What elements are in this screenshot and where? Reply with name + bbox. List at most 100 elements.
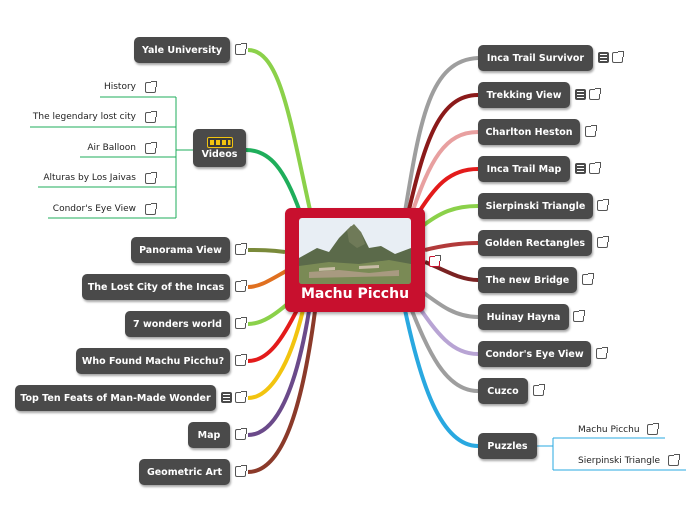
- topic-cuzco[interactable]: Cuzco: [478, 378, 528, 404]
- topic-label: Panorama View: [139, 244, 222, 256]
- branch-top-ten: [247, 309, 305, 400]
- machu-picchu-photo: [299, 218, 411, 284]
- subtopic-video-alturas[interactable]: Alturas by Los Jaivas: [43, 173, 136, 183]
- branch-golden-rect: [424, 241, 479, 252]
- topic-videos[interactable]: Videos: [193, 129, 246, 167]
- external-link-icon[interactable]: [533, 384, 545, 396]
- branch-lost-city: [247, 268, 289, 289]
- topic-map[interactable]: Map: [188, 422, 230, 448]
- external-link-icon[interactable]: [235, 391, 247, 403]
- topic-geometric-art[interactable]: Geometric Art: [139, 459, 230, 485]
- branch-panorama: [247, 248, 286, 254]
- external-link-icon[interactable]: [596, 347, 608, 359]
- central-topic-title: Machu Picchu: [300, 286, 410, 302]
- external-link-icon[interactable]: [573, 310, 585, 322]
- external-link-icon[interactable]: [145, 172, 157, 184]
- topic-charlton-heston[interactable]: Charlton Heston: [478, 119, 580, 145]
- topic-condors-eye-view[interactable]: Condor's Eye View: [478, 341, 591, 367]
- external-link-icon[interactable]: [145, 81, 157, 93]
- notes-icon[interactable]: [598, 52, 609, 63]
- branch-inca-trail-survivor: [403, 56, 479, 213]
- topic-label: The new Bridge: [485, 274, 570, 286]
- topic-yale-university[interactable]: Yale University: [134, 37, 230, 63]
- branch-videos-sub: [30, 96, 193, 219]
- external-link-icon[interactable]: [235, 354, 247, 366]
- subtopic-video-condors-eye[interactable]: Condor's Eye View: [52, 204, 136, 214]
- topic-top-ten-feats[interactable]: Top Ten Feats of Man-Made Wonder: [15, 385, 216, 411]
- topic-label: Yale University: [141, 44, 223, 56]
- topic-huinay-hayna[interactable]: Huinay Hayna: [478, 304, 569, 330]
- topic-label: Trekking View: [486, 89, 562, 101]
- topic-golden-rectangles[interactable]: Golden Rectangles: [478, 230, 592, 256]
- topic-inca-trail-survivor[interactable]: Inca Trail Survivor: [478, 45, 593, 71]
- topic-label: Huinay Hayna: [486, 311, 561, 323]
- branch-sierpinski: [418, 204, 479, 230]
- subtopic-video-air-balloon[interactable]: Air Balloon: [87, 143, 136, 153]
- topic-label: Inca Trail Survivor: [486, 52, 585, 64]
- subtopic-puzzle-sierpinski[interactable]: Sierpinski Triangle: [578, 456, 660, 466]
- external-link-icon[interactable]: [235, 428, 247, 440]
- topic-label: Puzzles: [487, 440, 528, 452]
- external-link-icon[interactable]: [582, 273, 594, 285]
- topic-trekking-view[interactable]: Trekking View: [478, 82, 570, 108]
- subtopic-video-legendary[interactable]: The legendary lost city: [32, 112, 136, 122]
- subtopic-puzzle-machu-picchu[interactable]: Machu Picchu: [578, 425, 640, 435]
- external-link-icon[interactable]: [612, 51, 624, 63]
- topic-the-new-bridge[interactable]: The new Bridge: [478, 267, 577, 293]
- branch-huinay: [418, 288, 479, 319]
- topic-label: Who Found Machu Picchu?: [81, 355, 225, 367]
- branch-connectors: [30, 48, 686, 474]
- topic-label: Golden Rectangles: [484, 237, 586, 249]
- branch-geometric: [247, 310, 317, 474]
- external-link-icon[interactable]: [235, 317, 247, 329]
- topic-inca-trail-map[interactable]: Inca Trail Map: [478, 156, 570, 182]
- topic-label: Charlton Heston: [485, 126, 573, 138]
- topic-label: 7 wonders world: [133, 318, 222, 330]
- topic-label: Map: [197, 429, 221, 441]
- topic-label: Condor's Eye View: [485, 348, 584, 360]
- external-link-icon[interactable]: [668, 454, 680, 466]
- topic-panorama-view[interactable]: Panorama View: [131, 237, 230, 263]
- topic-label: The Lost City of the Incas: [87, 281, 225, 293]
- external-link-icon[interactable]: [647, 423, 659, 435]
- topic-who-found-machu-picchu[interactable]: Who Found Machu Picchu?: [76, 348, 230, 374]
- branch-yale: [247, 48, 312, 211]
- branch-videos: [245, 148, 302, 213]
- topic-label: Geometric Art: [146, 466, 223, 478]
- external-link-icon[interactable]: [145, 111, 157, 123]
- external-link-icon[interactable]: [235, 43, 247, 55]
- external-link-icon[interactable]: [589, 88, 601, 100]
- topic-lost-city-of-incas[interactable]: The Lost City of the Incas: [82, 274, 230, 300]
- branch-map: [247, 310, 311, 437]
- branch-who-found: [247, 307, 300, 363]
- external-link-icon[interactable]: [585, 125, 597, 137]
- topic-label: Sierpinski Triangle: [485, 200, 586, 212]
- topic-sierpinski-triangle[interactable]: Sierpinski Triangle: [478, 193, 593, 219]
- external-link-icon[interactable]: [597, 236, 609, 248]
- external-link-icon[interactable]: [589, 162, 601, 174]
- external-link-icon[interactable]: [429, 255, 441, 267]
- subtopic-video-history[interactable]: History: [103, 82, 136, 92]
- external-link-icon[interactable]: [145, 142, 157, 154]
- topic-label: Cuzco: [487, 385, 519, 397]
- central-topic[interactable]: Machu Picchu: [285, 208, 425, 312]
- branch-trekking-view: [406, 93, 479, 215]
- topic-label: Top Ten Feats of Man-Made Wonder: [20, 392, 211, 404]
- film-icon: [206, 136, 233, 148]
- external-link-icon[interactable]: [235, 465, 247, 477]
- external-link-icon[interactable]: [145, 203, 157, 215]
- topic-7-wonders-world[interactable]: 7 wonders world: [125, 311, 230, 337]
- topic-label: Inca Trail Map: [486, 163, 562, 175]
- branch-cuzco: [408, 305, 479, 393]
- notes-icon[interactable]: [575, 89, 586, 100]
- external-link-icon[interactable]: [235, 243, 247, 255]
- external-link-icon[interactable]: [597, 199, 609, 211]
- notes-icon[interactable]: [575, 163, 586, 174]
- topic-puzzles[interactable]: Puzzles: [478, 433, 537, 459]
- topic-label: Videos: [201, 148, 238, 160]
- branch-charlton-heston: [409, 130, 479, 217]
- branch-puzzles: [403, 309, 479, 448]
- notes-icon[interactable]: [221, 392, 232, 403]
- external-link-icon[interactable]: [235, 280, 247, 292]
